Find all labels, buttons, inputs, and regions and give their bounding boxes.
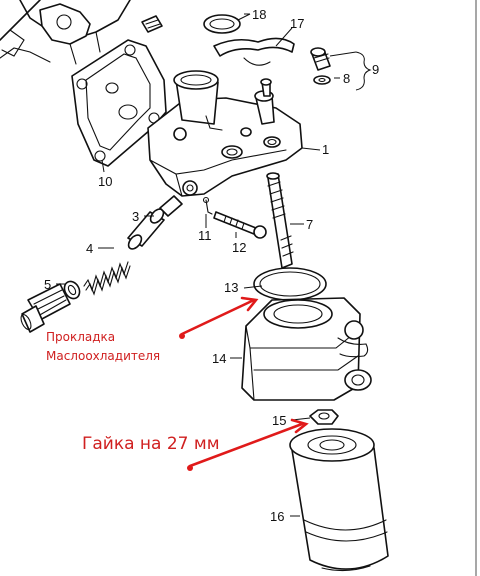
oil-filter-16 <box>289 428 389 572</box>
pin-11 <box>202 196 213 215</box>
part-label-3: 3 <box>132 209 139 224</box>
part-label-16: 16 <box>270 509 284 524</box>
o-ring-13 <box>253 267 327 301</box>
leader-lines <box>56 13 340 517</box>
bracket-9 <box>355 51 372 91</box>
part-label-1: 1 <box>322 142 329 157</box>
spring-4 <box>83 261 131 296</box>
gasket-annotation-arrow <box>179 296 259 339</box>
part-label-10: 10 <box>98 174 112 189</box>
bolt-12 <box>213 211 267 239</box>
nut-15 <box>309 409 339 425</box>
gasket-annotation-line1: Прокладка <box>46 330 115 344</box>
top-left-bracket-part <box>0 0 131 65</box>
part-label-9: 9 <box>372 62 379 77</box>
part-label-15: 15 <box>272 413 286 428</box>
threaded-plug <box>20 283 71 333</box>
oil-cooler-14 <box>241 297 372 401</box>
seal-17 <box>213 37 295 66</box>
part-label-8: 8 <box>343 71 350 86</box>
gasket-10 <box>71 39 167 167</box>
part-label-12: 12 <box>232 240 246 255</box>
gasket-annotation-line2: Маслоохладителя <box>46 349 160 363</box>
plug-and-washer-8-9 <box>310 47 331 85</box>
leader-9a <box>329 51 357 57</box>
nut-annotation: Гайка на 27 мм <box>82 434 220 454</box>
part-label-5: 5 <box>44 277 51 292</box>
circlip-5 <box>63 280 81 300</box>
part-label-18: 18 <box>252 7 266 22</box>
stud-7 <box>266 172 294 269</box>
o-ring-18 <box>203 14 241 34</box>
part-label-13: 13 <box>224 280 238 295</box>
nut-annotation-arrow <box>187 418 309 471</box>
part-label-4: 4 <box>86 241 93 256</box>
filter-housing-1 <box>147 70 303 197</box>
part-label-7: 7 <box>306 217 313 232</box>
valve-piston-3 <box>127 195 183 250</box>
part-label-14: 14 <box>212 351 226 366</box>
small-bolt-top <box>141 15 163 33</box>
part-label-11: 11 <box>198 228 212 243</box>
part-label-17: 17 <box>290 16 304 31</box>
